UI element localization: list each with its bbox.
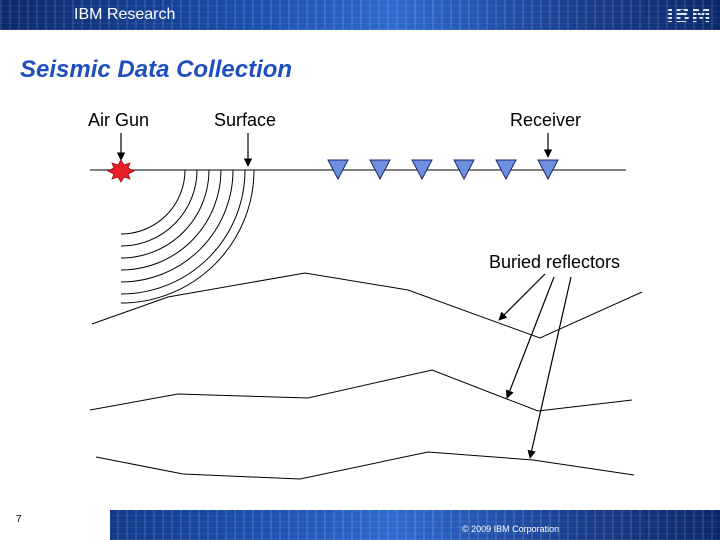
- reflector-arrow: [505, 276, 555, 399]
- receiver-icon: [411, 159, 433, 181]
- reflector-arrow: [527, 276, 572, 459]
- receiver-icon: [327, 159, 349, 181]
- wavefront-arc: [120, 169, 222, 271]
- ibm-logo: IBM: [666, 3, 712, 27]
- header-title: IBM Research: [74, 6, 176, 23]
- page-number: 7: [16, 514, 22, 525]
- receiver-icon: [537, 159, 559, 181]
- header-bar: IBM Research IBM: [0, 0, 720, 30]
- surface-label: Surface: [214, 110, 277, 130]
- wavefront-arc: [120, 169, 255, 304]
- receiver-label: Receiver: [510, 110, 582, 130]
- page-number-box: 7: [0, 510, 110, 540]
- air-gun-explosion-icon: [107, 159, 135, 183]
- reflector-layers: [89, 272, 643, 480]
- wavefront-arc: [120, 169, 210, 259]
- header-pattern: [0, 0, 720, 30]
- copyright-text: © 2009 IBM Corporation: [462, 524, 560, 534]
- wavefront-arc: [120, 169, 234, 283]
- air-gun-label: Air Gun: [88, 110, 150, 130]
- footer-pattern: [0, 510, 720, 540]
- receiver-icon: [495, 159, 517, 181]
- wavefront-arc: [120, 169, 198, 247]
- reflector-arrow: [498, 273, 546, 321]
- reflector-layer-1: [91, 272, 643, 339]
- reflector-layer-2: [89, 369, 633, 412]
- reflector-layer-3: [95, 451, 635, 480]
- footer-bar: 7 © 2009 IBM Corporation: [0, 510, 720, 540]
- buried-reflectors-label: Buried reflectors: [489, 252, 621, 272]
- slide-title: Seismic Data Collection: [20, 56, 293, 83]
- wavefront-arc: [120, 169, 246, 295]
- wavefront-arc: [120, 169, 186, 235]
- receiver-icon: [453, 159, 475, 181]
- reflector-arrows: [498, 273, 572, 459]
- receiver-icon: [369, 159, 391, 181]
- wavefront-arcs: [120, 169, 255, 304]
- receivers: [327, 159, 559, 181]
